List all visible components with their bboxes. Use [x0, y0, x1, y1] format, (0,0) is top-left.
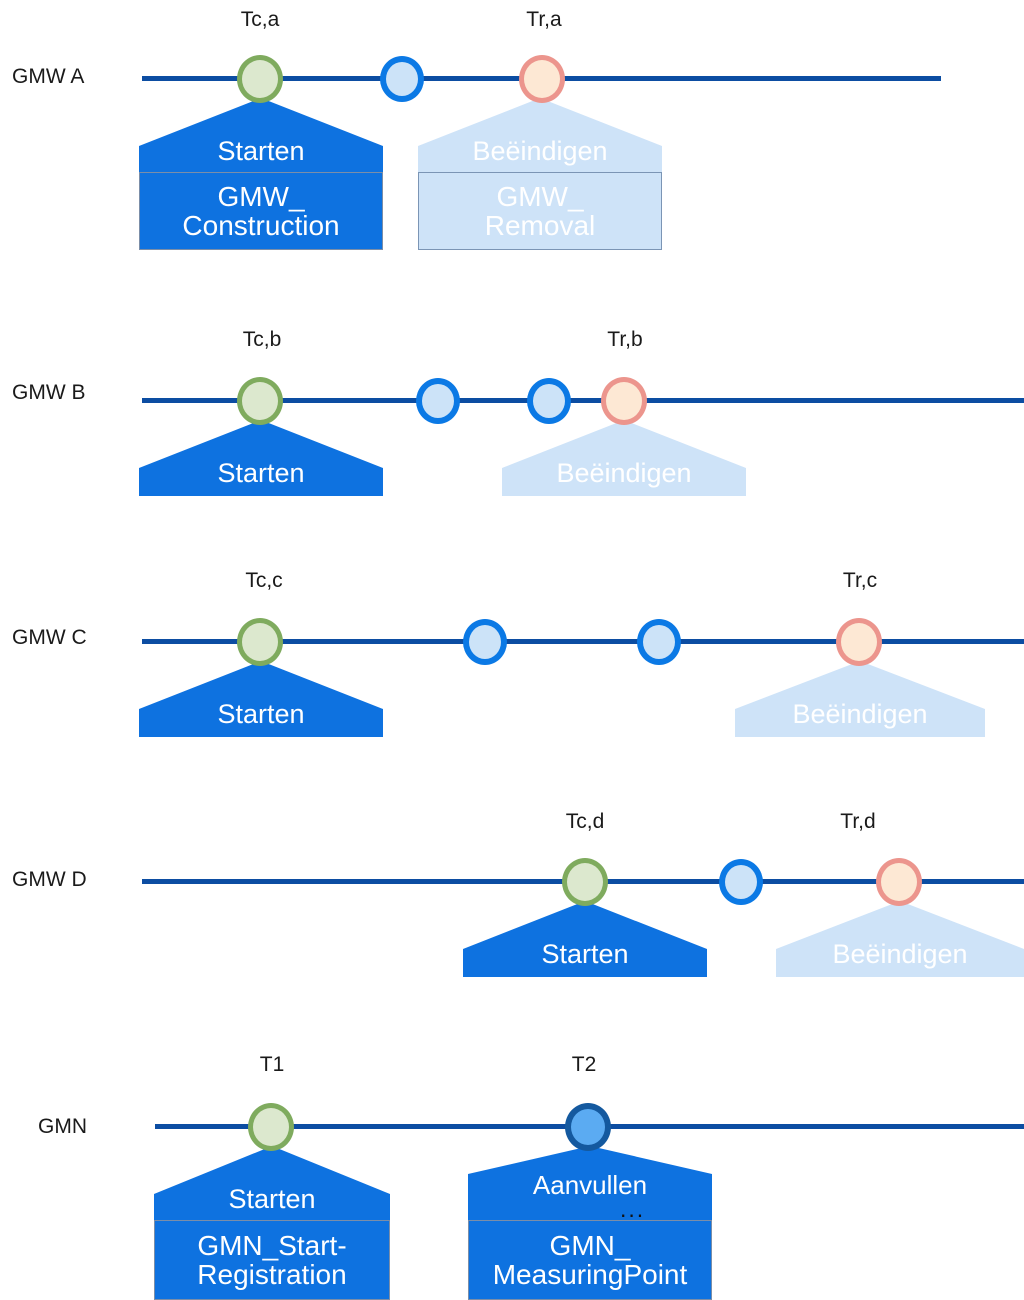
pennant-shape	[468, 1146, 712, 1222]
marker-intermediate-2-gmw-c[interactable]	[637, 619, 681, 665]
row-label-gmn: GMN	[38, 1115, 87, 1138]
pennant-shape	[139, 661, 383, 737]
pennant-shape	[463, 901, 707, 977]
marker-construction-gmw-c[interactable]	[237, 618, 283, 666]
pennant-label: Starten	[541, 939, 629, 969]
pennant-label: Aanvullen	[532, 1170, 648, 1200]
marker-construction-gmw-a[interactable]	[237, 55, 283, 103]
pennant-shape	[154, 1146, 390, 1222]
box-gmn-measuringpoint[interactable]: GMN_MeasuringPoint	[468, 1220, 712, 1300]
pennant-ellipsis: ...	[620, 1196, 646, 1222]
tick-label-tcc: Tc,c	[245, 569, 283, 592]
pennant-label: Starten	[217, 458, 305, 488]
marker-intermediate-1-gmw-b[interactable]	[416, 378, 460, 424]
tick-label-trd: Tr,d	[840, 810, 876, 833]
tick-label-t1: T1	[259, 1053, 285, 1076]
box-text: GMN_MeasuringPoint	[492, 1229, 688, 1290]
pennant-label: Beëindigen	[792, 699, 928, 729]
box-gmw-removal[interactable]: GMW_Removal	[418, 172, 662, 250]
marker-removal-gmw-a[interactable]	[519, 55, 565, 103]
row-label-gmw-d: GMW D	[12, 868, 87, 891]
box-gmn-startregistration[interactable]: GMN_Start-Registration	[154, 1220, 390, 1300]
pennant-starten-gmw-d[interactable]: Starten	[463, 901, 707, 977]
marker-start-registration-gmn[interactable]	[248, 1103, 294, 1151]
marker-intermediate-1-gmw-c[interactable]	[463, 619, 507, 665]
pennant-starten-gmw-a[interactable]: Starten	[139, 98, 383, 174]
pennant-shape	[139, 420, 383, 496]
pennant-beeindigen-gmw-b[interactable]: Beëindigen	[502, 420, 746, 496]
pennant-label: Starten	[217, 699, 305, 729]
pennant-beeindigen-gmw-a[interactable]: Beëindigen	[418, 98, 662, 174]
row-label-gmw-a: GMW A	[12, 65, 85, 88]
marker-intermediate-gmw-a[interactable]	[380, 56, 424, 102]
tick-label-trc: Tr,c	[842, 569, 878, 592]
row-label-gmw-b: GMW B	[12, 381, 86, 404]
pennant-starten-gmw-b[interactable]: Starten	[139, 420, 383, 496]
pennant-starten-gmw-c[interactable]: Starten	[139, 661, 383, 737]
box-gmw-construction[interactable]: GMW_Construction	[139, 172, 383, 250]
pennant-shape	[776, 901, 1024, 977]
pennant-beeindigen-gmw-d[interactable]: Beëindigen	[776, 901, 1024, 977]
marker-construction-gmw-d[interactable]	[562, 858, 608, 906]
tick-label-tra: Tr,a	[526, 8, 562, 31]
pennant-aanvullen-gmn[interactable]: Aanvullen ...	[468, 1146, 712, 1222]
marker-measuring-point-gmn[interactable]	[565, 1103, 611, 1151]
pennant-label: Beëindigen	[832, 939, 968, 969]
box-text: GMN_Start-Registration	[197, 1229, 347, 1290]
tick-label-tcb: Tc,b	[242, 328, 282, 351]
marker-construction-gmw-b[interactable]	[237, 377, 283, 425]
marker-removal-gmw-d[interactable]	[876, 858, 922, 906]
pennant-shape	[502, 420, 746, 496]
marker-removal-gmw-b[interactable]	[601, 377, 647, 425]
pennant-label: Beëindigen	[556, 458, 692, 488]
marker-intermediate-2-gmw-b[interactable]	[527, 378, 571, 424]
pennant-starten-gmn[interactable]: Starten	[154, 1146, 390, 1222]
marker-removal-gmw-c[interactable]	[836, 618, 882, 666]
tick-label-trb: Tr,b	[607, 328, 643, 351]
timeline-gmw-b	[142, 398, 1024, 403]
tick-label-t2: T2	[571, 1053, 597, 1076]
pennant-beeindigen-gmw-c[interactable]: Beëindigen	[735, 661, 985, 737]
pennant-label: Beëindigen	[472, 136, 608, 166]
pennant-shape	[735, 661, 985, 737]
timeline-gmw-c	[142, 639, 1024, 644]
pennant-label: Starten	[217, 136, 305, 166]
tick-label-tcd: Tc,d	[565, 810, 605, 833]
pennant-shape	[139, 98, 383, 174]
row-label-gmw-c: GMW C	[12, 626, 87, 649]
pennant-shape	[418, 98, 662, 174]
marker-intermediate-gmw-d[interactable]	[719, 859, 763, 905]
box-text: GMW_Construction	[182, 180, 340, 241]
box-text: GMW_Removal	[484, 180, 596, 241]
pennant-label: Starten	[228, 1184, 316, 1214]
tick-label-tca: Tc,a	[240, 8, 280, 31]
